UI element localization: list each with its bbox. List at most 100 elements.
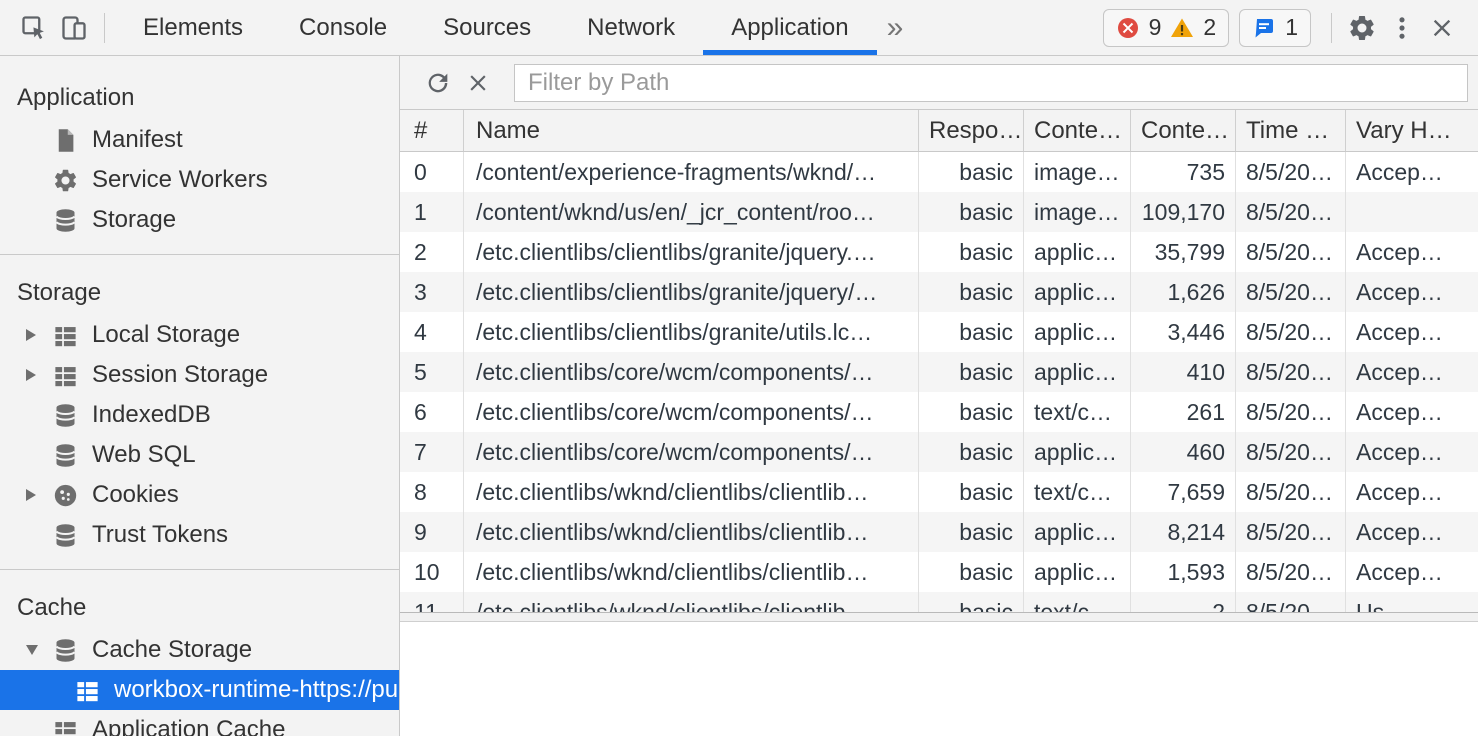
table-cell: basic (919, 592, 1024, 612)
sidebar-item-indexeddb[interactable]: IndexedDB (0, 395, 399, 435)
table-icon (74, 677, 101, 704)
sidebar-item-session-storage[interactable]: Session Storage (0, 355, 399, 395)
sidebar-item-label: Local Storage (92, 321, 241, 348)
tab-application[interactable]: Application (703, 0, 876, 55)
sidebar-item-web-sql[interactable]: Web SQL (0, 435, 399, 475)
column-header-content-length[interactable]: Conte… (1131, 110, 1236, 151)
expand-arrow-icon[interactable] (26, 329, 52, 341)
sidebar-item-cookies[interactable]: Cookies (0, 475, 399, 515)
tab-sources[interactable]: Sources (443, 13, 532, 41)
sidebar-item-label: Manifest (92, 126, 183, 153)
more-options-icon[interactable] (1382, 8, 1422, 48)
table-cell: 8/5/20… (1236, 552, 1346, 592)
more-tabs-chevron-icon[interactable]: » (886, 10, 904, 44)
table-cell: Accep… (1356, 358, 1443, 385)
column-header-response-type[interactable]: Respo… (919, 110, 1024, 151)
table-cell: 735 (1131, 152, 1236, 192)
table-cell: 8/5/20… (1236, 392, 1346, 432)
table-cell: 8/5/20… (1236, 272, 1346, 312)
table-row[interactable]: 11/etc.clientlibs/wknd/clientlibs/client… (400, 592, 1478, 612)
table-row[interactable]: 8/etc.clientlibs/wknd/clientlibs/clientl… (400, 472, 1478, 512)
table-row[interactable]: 0/content/experience-fragments/wknd/…bas… (400, 152, 1478, 192)
console-issues-badge[interactable]: 9 2 (1102, 8, 1230, 47)
table-row[interactable]: 6/etc.clientlibs/core/wcm/components/…ba… (400, 392, 1478, 432)
sidebar-item-label: Session Storage (92, 361, 269, 388)
column-header-index[interactable]: # (400, 110, 464, 151)
panel-tabs: Elements Console Sources Network Applica… (115, 0, 913, 55)
delete-selected-icon[interactable] (458, 63, 498, 103)
section-title: Application (17, 84, 135, 111)
tab-elements[interactable]: Elements (143, 13, 244, 41)
sidebar-item-label: Web SQL (92, 441, 196, 468)
table-cell: basic (919, 152, 1024, 192)
table-cell: basic (919, 512, 1024, 552)
column-header-time-cached[interactable]: Time … (1236, 110, 1346, 151)
table-cell: 2 (400, 232, 464, 272)
expand-arrow-icon[interactable] (26, 369, 52, 381)
table-cell: /etc.clientlibs/wknd/clientlibs/clientli… (464, 512, 919, 552)
settings-gear-icon[interactable] (1342, 8, 1382, 48)
sidebar-item-workbox-runtime-cache[interactable]: workbox-runtime-https://pu (0, 670, 399, 710)
table-row[interactable]: 2/etc.clientlibs/clientlibs/granite/jque… (400, 232, 1478, 272)
tab-console[interactable]: Console (299, 13, 388, 41)
sidebar-item-service-workers[interactable]: Service Workers (0, 160, 399, 200)
table-cell: applic… (1024, 552, 1131, 592)
toolbar-left-icons (0, 0, 115, 55)
sidebar-item-application-cache[interactable]: Application Cache (0, 710, 399, 736)
tab-network[interactable]: Network (587, 13, 676, 41)
cache-toolbar (400, 56, 1478, 110)
table-row[interactable]: 9/etc.clientlibs/wknd/clientlibs/clientl… (400, 512, 1478, 552)
table-row[interactable]: 4/etc.clientlibs/clientlibs/granite/util… (400, 312, 1478, 352)
devtools-tabbar: Elements Console Sources Network Applica… (0, 0, 1478, 56)
table-cell: 7,659 (1131, 472, 1236, 512)
table-cell: 1,593 (1131, 552, 1236, 592)
sidebar-item-label: IndexedDB (92, 401, 211, 428)
expand-arrow-icon[interactable] (26, 489, 52, 501)
toolbar-right-icons: 9 2 1 (1102, 0, 1478, 55)
refresh-icon[interactable] (418, 63, 458, 103)
sidebar-item-manifest[interactable]: Manifest (0, 120, 399, 160)
table-cell: Accep… (1356, 518, 1443, 545)
error-icon (1117, 17, 1138, 38)
table-cell: /etc.clientlibs/clientlibs/granite/utils… (464, 312, 919, 352)
sidebar-item-local-storage[interactable]: Local Storage (0, 315, 399, 355)
database-icon (52, 522, 79, 549)
filter-by-path-input[interactable] (514, 63, 1468, 102)
sidebar-item-storage[interactable]: Storage (0, 200, 399, 240)
collapse-arrow-icon[interactable] (26, 645, 52, 655)
device-toolbar-icon[interactable] (54, 8, 94, 48)
table-cell: 410 (1131, 352, 1236, 392)
table-cell: 109,170 (1131, 192, 1236, 232)
table-cell: Accep… (1356, 478, 1443, 505)
table-row[interactable]: 3/etc.clientlibs/clientlibs/granite/jque… (400, 272, 1478, 312)
database-icon (52, 402, 79, 429)
table-cell (1346, 192, 1478, 232)
table-row[interactable]: 10/etc.clientlibs/wknd/clientlibs/client… (400, 552, 1478, 592)
table-row[interactable]: 1/content/wknd/us/en/_jcr_content/roo…ba… (400, 192, 1478, 232)
sidebar-item-label: Cookies (92, 481, 179, 508)
close-devtools-icon[interactable] (1422, 8, 1462, 48)
file-icon (52, 127, 79, 154)
table-cell: basic (919, 392, 1024, 432)
column-header-vary-header[interactable]: Vary H… (1356, 116, 1452, 144)
sidebar-item-cache-storage[interactable]: Cache Storage (0, 630, 399, 670)
application-panel: Application Manifest Service Workers Sto… (0, 56, 1478, 736)
column-header-content-type[interactable]: Conte… (1024, 110, 1131, 151)
table-cell: applic… (1024, 352, 1131, 392)
table-cell: Accep… (1356, 438, 1443, 465)
table-cell: basic (919, 312, 1024, 352)
table-cell: text/c… (1024, 592, 1131, 612)
table-cell: 8/5/20… (1236, 512, 1346, 552)
table-cell: 1 (400, 192, 464, 232)
inspect-element-icon[interactable] (14, 8, 54, 48)
pane-splitter[interactable] (400, 612, 1478, 622)
table-row[interactable]: 5/etc.clientlibs/core/wcm/components/…ba… (400, 352, 1478, 392)
column-header-name[interactable]: Name (464, 110, 919, 151)
section-title: Storage (17, 279, 102, 306)
table-cell: /content/experience-fragments/wknd/… (464, 152, 919, 192)
console-messages-badge[interactable]: 1 (1239, 8, 1311, 47)
table-cell: 8/5/20… (1236, 352, 1346, 392)
table-row[interactable]: 7/etc.clientlibs/core/wcm/components/…ba… (400, 432, 1478, 472)
sidebar-item-trust-tokens[interactable]: Trust Tokens (0, 515, 399, 555)
table-cell: applic… (1024, 232, 1131, 272)
